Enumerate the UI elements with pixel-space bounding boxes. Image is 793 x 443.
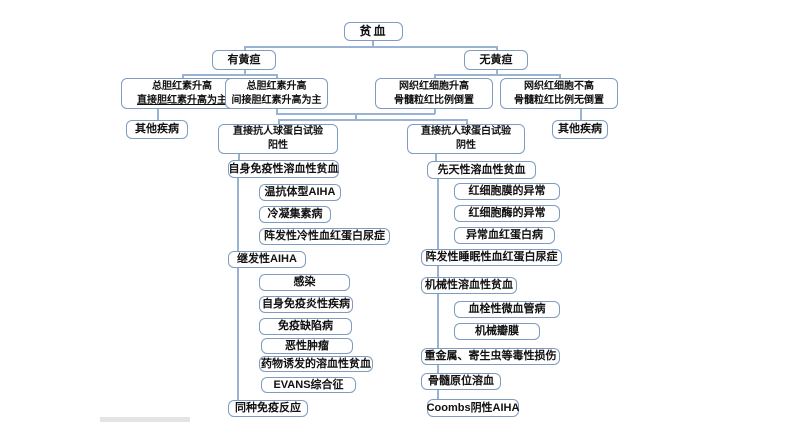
connector [182,74,184,79]
node-warm-antibody-aiha: 温抗体型AIHA [259,184,341,201]
connector [496,70,498,75]
node-dat-positive-line2: 阳性 [268,140,288,151]
node-secondary-aiha: 继发性AIHA [228,251,306,268]
connector [580,109,582,121]
node-anemia: 贫血 [344,22,403,41]
node-dat-positive: 直接抗人球蛋白试验 阳性 [218,124,338,154]
node-mechanical-valve: 机械瓣膜 [454,323,540,340]
node-mechanical-valve-label: 机械瓣膜 [475,325,519,338]
node-bilirubin-direct-line1: 总胆红素升高 [152,80,212,92]
connector [276,74,278,79]
node-infection-label: 感染 [293,276,316,289]
node-alloimmune-reaction: 同种免疫反应 [228,400,308,417]
node-jaundice-no-label: 无黄疸 [479,53,513,66]
node-bone-marrow-in-situ-hemolysis: 骨髓原位溶血 [421,373,501,390]
node-autoimmune-inflammatory-disease: 自身免疫炎性疾病 [259,296,353,313]
node-anemia-label: 贫血 [359,23,388,38]
node-hemoglobinopathy-label: 异常血红蛋白病 [466,229,543,242]
node-bilirubin-indirect: 总胆红素升高 间接胆红素升高为主 [225,78,328,109]
connector [182,74,277,76]
node-hemoglobinopathy: 异常血红蛋白病 [454,227,555,244]
node-bilirubin-indirect-line2: 间接胆红素升高为主 [231,94,322,106]
node-thrombotic-microangiopathy: 血栓性微血管病 [454,301,560,318]
node-immunodeficiency-disease: 免疫缺陷病 [259,318,352,335]
node-other-disease-left: 其他疾病 [126,120,188,139]
connector [278,119,280,125]
connector [244,46,497,48]
node-immunodeficiency-disease-label: 免疫缺陷病 [278,320,333,333]
node-dat-negative-line2: 阴性 [456,140,476,151]
node-malignant-tumor-label: 恶性肿瘤 [285,339,329,352]
node-mechanical-hemolytic-anemia: 机械性溶血性贫血 [421,277,517,294]
node-infection: 感染 [259,274,350,291]
node-cold-agglutinin-disease: 冷凝集素病 [259,206,331,223]
node-malignant-tumor: 恶性肿瘤 [261,338,353,354]
node-bilirubin-direct-line2: 直接胆红素升高为主 [137,94,227,106]
node-reticulocyte-high-line2: 骨髓粒红比例倒置 [394,94,474,106]
node-dat-negative-line1: 直接抗人球蛋白试验 [421,126,511,137]
node-other-disease-right: 其他疾病 [552,120,608,139]
node-rbc-membrane-abnormality-label: 红细胞膜的异常 [468,185,546,198]
connector [434,74,560,76]
node-reticulocyte-high: 网织红细胞升高 骨髓粒红比例倒置 [375,78,493,109]
node-heavy-metal-parasite-toxic-injury-label: 重金属、寄生虫等毒性损伤 [424,350,557,363]
node-reticulocyte-normal-line1: 网织红细胞不高 [524,80,594,92]
node-rbc-enzyme-abnormality-label: 红细胞酶的异常 [468,207,546,220]
node-rbc-enzyme-abnormality: 红细胞酶的异常 [454,205,560,222]
connector-left-trunk [237,178,239,401]
node-secondary-aiha-label: 继发性AIHA [237,253,297,266]
node-jaundice-yes: 有黄疸 [212,50,276,70]
node-bone-marrow-in-situ-hemolysis-label: 骨髓原位溶血 [428,375,494,388]
node-other-disease-right-label: 其他疾病 [558,123,602,136]
gray-artifact-bar [100,417,190,422]
node-autoimmune-hemolytic-anemia-label: 自身免疫性溶血性贫血 [228,162,339,175]
node-coombs-negative-aiha: Coombs阴性AIHA [427,399,519,417]
node-cold-agglutinin-disease-label: 冷凝集素病 [267,208,323,221]
node-bilirubin-indirect-line1: 总胆红素升高 [246,80,307,92]
node-autoimmune-hemolytic-anemia: 自身免疫性溶血性贫血 [228,160,339,178]
connector [466,119,468,125]
node-rbc-membrane-abnormality: 红细胞膜的异常 [454,183,560,200]
connector [244,70,246,75]
node-paroxysmal-nocturnal-hemoglobinuria: 阵发性睡眠性血红蛋白尿症 [421,249,562,266]
node-congenital-hemolytic-anemia: 先天性溶血性贫血 [427,161,536,179]
connector [496,46,498,51]
node-thrombotic-microangiopathy-label: 血栓性微血管病 [468,303,546,316]
node-drug-induced-hemolytic-anemia-label: 药物诱发的溶血性贫血 [261,357,371,370]
node-congenital-hemolytic-anemia-label: 先天性溶血性贫血 [437,163,526,176]
connector [157,109,159,121]
connector [276,109,278,114]
node-dat-positive-line1: 直接抗人球蛋白试验 [233,126,323,137]
node-coombs-negative-aiha-label: Coombs阴性AIHA [426,401,520,414]
node-paroxysmal-cold-hemoglobinuria-label: 阵发性冷性血红蛋白尿症 [264,230,385,243]
connector [434,74,436,79]
node-jaundice-yes-label: 有黄疸 [227,53,261,66]
node-reticulocyte-normal: 网织红细胞不高 骨髓粒红比例无倒置 [500,78,618,109]
node-drug-induced-hemolytic-anemia: 药物诱发的溶血性贫血 [259,356,373,372]
connector [278,119,467,121]
node-dat-negative: 直接抗人球蛋白试验 阴性 [407,124,525,154]
node-reticulocyte-normal-line2: 骨髓粒红比例无倒置 [514,94,604,106]
connector [372,41,374,46]
node-alloimmune-reaction-label: 同种免疫反应 [235,402,301,415]
node-paroxysmal-cold-hemoglobinuria: 阵发性冷性血红蛋白尿症 [259,228,390,245]
connector [559,74,561,79]
node-autoimmune-inflammatory-disease-label: 自身免疫炎性疾病 [262,298,350,311]
node-paroxysmal-nocturnal-hemoglobinuria-label: 阵发性睡眠性血红蛋白尿症 [425,251,558,264]
connector [435,154,437,162]
node-jaundice-no: 无黄疸 [464,50,528,70]
node-evans-syndrome-label: EVANS综合征 [273,378,344,391]
node-other-disease-left-label: 其他疾病 [135,123,179,136]
connector [244,46,246,51]
node-evans-syndrome: EVANS综合征 [261,377,356,393]
connector [434,109,436,114]
node-mechanical-hemolytic-anemia-label: 机械性溶血性贫血 [425,279,513,292]
node-warm-antibody-aiha-label: 温抗体型AIHA [264,186,336,199]
connector [355,113,357,120]
node-heavy-metal-parasite-toxic-injury: 重金属、寄生虫等毒性损伤 [421,348,560,365]
node-reticulocyte-high-line1: 网织红细胞升高 [399,80,469,92]
connector [238,154,240,161]
